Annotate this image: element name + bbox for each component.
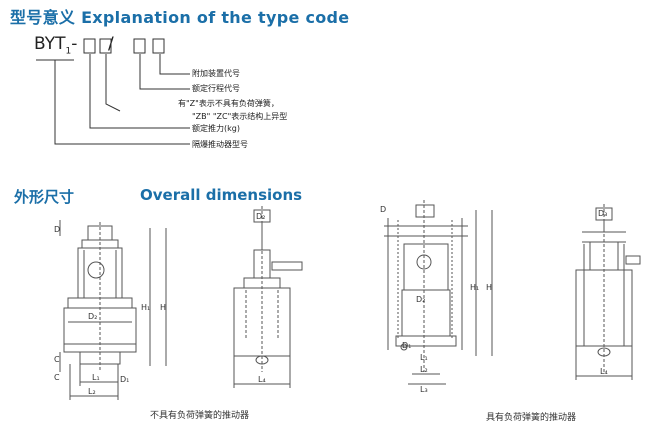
dim-label-l1: L₁ <box>92 373 100 382</box>
annotation-model: 隔爆推动器型号 <box>192 140 248 149</box>
dim-label-d2-side: D₂ <box>256 212 265 221</box>
leader-2 <box>139 54 190 90</box>
dim-label-h1-spring: H₁ <box>470 283 479 292</box>
leader-1 <box>159 54 190 75</box>
annotation-zb-zc-meaning: "ZB" "ZC"表示结构上异型 <box>192 112 288 121</box>
type-code-subscript: 1 <box>65 46 72 57</box>
dim-label-d2: D₂ <box>88 312 97 321</box>
leader-5 <box>54 60 190 145</box>
type-code-prefix: BYT <box>34 34 66 54</box>
dim-label-d-spring: D <box>380 205 386 214</box>
type-code: BYT1- <box>34 34 77 56</box>
annotation-attachment-code: 附加装置代号 <box>192 69 240 78</box>
dim-label-l2: L₂ <box>88 387 96 396</box>
annotation-rated-thrust: 额定推力(kg) <box>192 124 240 133</box>
dim-label-h1: H₁ <box>141 303 150 312</box>
dim-label-d2-spring: D₂ <box>416 295 425 304</box>
dim-label-d3: D₃ <box>598 209 607 218</box>
drawing-3-front-spring <box>384 200 493 385</box>
dim-label-h: H <box>160 303 166 312</box>
dim-label-d1: D₁ <box>120 375 129 384</box>
drawing-4-side-spring <box>575 204 641 380</box>
dim-label-d: D <box>54 225 60 234</box>
leader-4 <box>89 54 190 129</box>
drawing-2-side-no-spring <box>233 206 303 388</box>
title-cn: 型号意义 <box>10 8 76 27</box>
dim-label-h-spring: H <box>486 283 492 292</box>
dim-label-c-1: C <box>54 355 60 364</box>
dimensions-title-cn: 外形尺寸 <box>14 188 75 206</box>
caption-no-spring: 不具有负荷弹簧的推动器 <box>150 411 250 421</box>
dim-label-l2-spring: L₂ <box>420 365 428 374</box>
dim-label-l1-spring: L₁ <box>420 353 428 362</box>
dim-label-c-2: C <box>54 373 60 382</box>
code-box-4 <box>152 38 165 54</box>
dimensions-title-en: Overall dimensions <box>140 186 303 204</box>
annotation-z-meaning: 有"Z"表示不具有负荷弹簧， <box>178 99 279 108</box>
code-box-2 <box>99 38 112 54</box>
page-title: 型号意义 Explanation of the type code <box>10 4 349 28</box>
annotation-stroke-code: 额定行程代号 <box>192 84 240 93</box>
dim-label-l3-spring: L₃ <box>420 385 428 394</box>
dim-label-d1-spring: D₁ <box>402 341 411 350</box>
leader-3 <box>105 54 121 112</box>
code-box-3 <box>133 38 146 54</box>
drawing-1-front-no-spring <box>59 220 167 400</box>
code-box-1 <box>83 38 96 54</box>
caption-with-spring: 具有负荷弹簧的推动器 <box>486 413 577 423</box>
dim-label-l4-spring: L₄ <box>600 367 608 376</box>
type-code-separator: - <box>71 34 78 54</box>
dim-label-l4-side: L₄ <box>258 375 266 384</box>
title-en: Explanation of the type code <box>81 8 350 27</box>
